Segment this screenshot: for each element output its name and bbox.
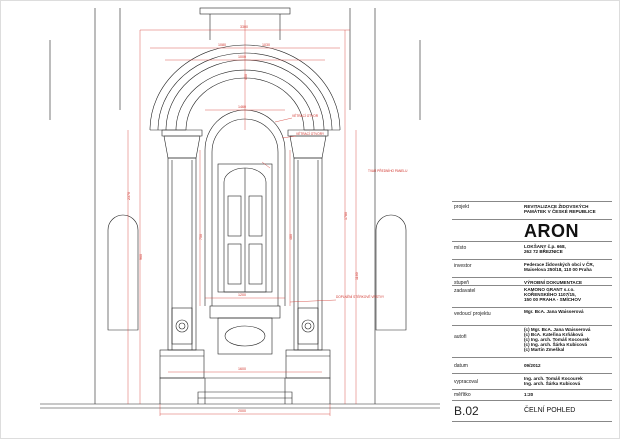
value-meritko: 1:20	[524, 392, 534, 397]
value-vedouci-1: Mgr. BcA. Jana Waisserová	[524, 309, 584, 314]
dimension-label: 1160	[355, 272, 359, 280]
dimension-label: 1080	[218, 43, 226, 47]
titleblock-row-meritko: měřítko 1:20	[452, 389, 612, 400]
label-vypracoval: vypracoval	[454, 379, 478, 385]
elevation-linework	[40, 7, 440, 409]
annotation-labels: VÉTRACÍ OTVOR TVAR PŘEDNÍHO PANELU VÉTRA…	[292, 113, 408, 299]
value-investor-1: Federace židovských obcí v ČR,	[524, 262, 594, 267]
value-misto-1: LOKŠANY č.p. 668,	[524, 244, 566, 249]
annotation-label: VÉTRACÍ OTVOR	[292, 113, 319, 118]
dimension-label: 3300	[240, 25, 248, 29]
value-datum: 09/2012	[524, 363, 541, 368]
value-zadavatel-1: KAMONO GRANT s.r.o.	[524, 287, 575, 292]
dimension-label: 1000	[238, 55, 246, 59]
titleblock-row-autori: autoři (c) Mgr. BcA. Jana Waisserová (c)…	[452, 325, 612, 356]
label-investor: investor	[454, 263, 472, 269]
titleblock-row-project: projekt REVITALIZACE ŽIDOVSKÝCH PAMÁTEK …	[452, 201, 612, 218]
value-autori-4: (c) Ing. arch. Šárka Kubicová	[524, 342, 588, 347]
annotation-label: TVAR PŘEDNÍHO PANELU	[368, 168, 408, 173]
dimension-label: 2000	[238, 409, 246, 413]
dimension-label: 480	[289, 234, 293, 240]
value-projekt-1: REVITALIZACE ŽIDOVSKÝCH	[524, 204, 589, 209]
dimension-label: 960	[139, 254, 143, 260]
dimension-lines	[127, 20, 357, 416]
value-autori-2: (c) BcA. Kateřina Krňáková	[524, 332, 584, 337]
value-zadavatel-3: 150 00 PRAHA - SMÍCHOV	[524, 297, 582, 302]
value-zadavatel-2: KOŘENSKÉHO 1107/15,	[524, 292, 576, 297]
dimension-label: 1600	[238, 367, 246, 371]
label-misto: místo	[454, 245, 467, 251]
annotation-label: DOPLNĚNÍ STÉRKOVÉ VRSTVY	[336, 294, 385, 299]
titleblock-row-investor: investor Federace židovských obcí v ČR, …	[452, 259, 612, 276]
dimension-label: 1030	[262, 43, 270, 47]
titleblock-row-vedouci: vedoucí projektu Mgr. BcA. Jana Waissero…	[452, 307, 612, 326]
sheet-title: ČELNÍ POHLED	[524, 407, 576, 414]
value-autori-5: (c) Martin Zmeškal	[524, 347, 565, 352]
label-meritko: měřítko	[454, 392, 471, 398]
dimension-label: 2370	[127, 192, 131, 200]
titleblock-row-vypracoval: vypracoval Ing. arch. Tomáš Kocourek Ing…	[452, 373, 612, 390]
value-autori-1: (c) Mgr. BcA. Jana Waisserová	[524, 327, 591, 332]
title-block: projekt REVITALIZACE ŽIDOVSKÝCH PAMÁTEK …	[452, 175, 612, 422]
dimension-label: 1200	[238, 293, 246, 297]
label-autori: autoři	[454, 334, 467, 340]
label-projekt: projekt	[454, 204, 470, 210]
dimension-label: 450	[244, 74, 248, 80]
dimension-label: 1460	[238, 105, 246, 109]
aron-title: ARON	[524, 221, 579, 241]
annotation-leaders	[261, 117, 337, 303]
titleblock-row-stupen: stupeň VÝROBNÍ DOKUMENTACE	[452, 277, 612, 287]
label-zadavatel: zadavatel	[454, 288, 476, 294]
label-datum: datum	[454, 363, 468, 369]
titleblock-row-zadavatel: zadavatel KAMONO GRANT s.r.o. KOŘENSKÉHO…	[452, 285, 612, 306]
label-vedouci: vedoucí projektu	[454, 311, 491, 317]
value-vypracoval-2: Ing. arch. Šárka Kubicová	[524, 381, 581, 386]
titleblock-row-misto: místo LOKŠANY č.p. 668, 262 72 BŘEZNICE	[452, 241, 612, 258]
copyright-note	[452, 175, 524, 199]
value-investor-2: Maiselova 250/18, 110 00 Praha	[524, 267, 592, 272]
label-stupen: stupeň	[454, 280, 470, 286]
value-stupen: VÝROBNÍ DOKUMENTACE	[524, 280, 583, 285]
value-autori-3: (c) Ing. arch. Tomáš Kocourek	[524, 337, 590, 342]
value-projekt-2: PAMÁTEK V ČESKÉ REPUBLICE	[524, 209, 596, 214]
titleblock-row-sheet: B.02 ČELNÍ POHLED	[452, 400, 612, 422]
sheet-code: B.02	[454, 404, 479, 418]
titleblock-row-datum: datum 09/2012	[452, 357, 612, 374]
dimension-labels: 3300 1080 1030 1000 1460 1200 1600 2000 …	[127, 25, 359, 413]
titleblock-row-aron: ARON	[452, 219, 612, 244]
dimension-label: 750	[199, 234, 203, 240]
value-vypracoval-1: Ing. arch. Tomáš Kocourek	[524, 376, 583, 381]
dimension-label: 1780	[344, 212, 348, 220]
annotation-label: VÉTRACÍ OTVORY	[296, 131, 325, 136]
value-misto-2: 262 72 BŘEZNICE	[524, 249, 563, 254]
